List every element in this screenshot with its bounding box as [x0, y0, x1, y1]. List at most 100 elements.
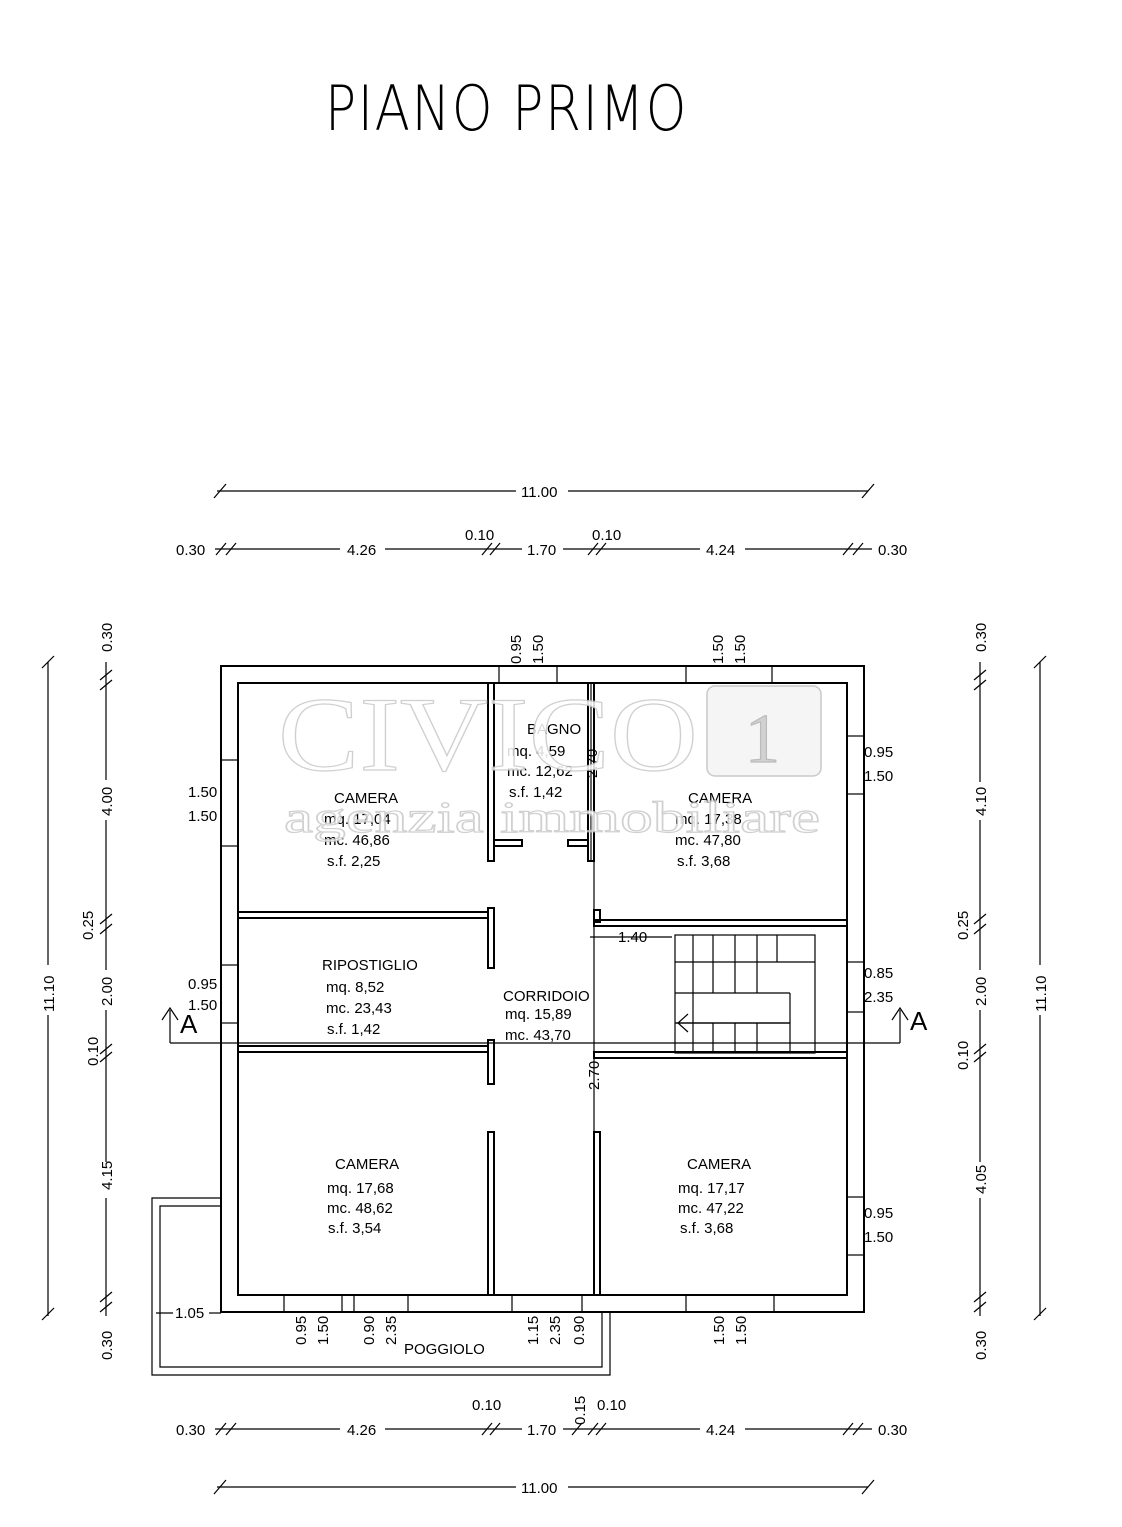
room-ripostiglio: RIPOSTIGLIO mq. 8,52 mc. 23,43 s.f. 1,42 — [322, 957, 418, 1038]
dim-top-1: 4.26 — [347, 542, 376, 559]
room-camera-nw: CAMERA mq. 17,04 mc. 46,86 s.f. 2,25 — [324, 790, 398, 870]
dim-bagno-height: 2.70 — [584, 749, 601, 778]
room-volume: mc. 48,62 — [327, 1200, 393, 1217]
dimensions-bottom: 0.30 4.26 0.10 1.70 0.10 4.24 0.30 0.15 … — [176, 1396, 907, 1497]
watermark-badge-box — [706, 685, 822, 777]
room-camera-sw: CAMERA mq. 17,68 mc. 48,62 s.f. 3,54 — [327, 1156, 399, 1237]
dim-balcony-offset: 1.05 — [175, 1305, 204, 1322]
room-window-area: s.f. 2,25 — [327, 853, 380, 870]
room-poggiolo-name: POGGIOLO — [404, 1341, 485, 1358]
room-camera-se: CAMERA mq. 17,17 mc. 47,22 s.f. 3,68 — [678, 1156, 751, 1237]
dim-top-5: 4.24 — [706, 542, 735, 559]
dim-win-bottom-sw2-0: 0.90 — [361, 1316, 378, 1345]
dim-left-3: 2.00 — [99, 977, 116, 1006]
watermark-brand: CIVICO — [278, 676, 698, 793]
room-name: CAMERA — [687, 1156, 751, 1173]
dim-bottom-6: 0.30 — [878, 1422, 907, 1439]
room-area: mq. 17,04 — [324, 811, 391, 828]
room-volume: mc. 43,70 — [505, 1027, 571, 1044]
dim-win-right-se-1: 1.50 — [864, 1229, 893, 1246]
dim-bottom-1: 4.26 — [347, 1422, 376, 1439]
dim-right-6: 0.30 — [973, 1331, 990, 1360]
dim-top-6: 0.30 — [878, 542, 907, 559]
windows — [220, 665, 865, 1313]
dim-right-5: 4.05 — [973, 1165, 990, 1194]
room-window-area: s.f. 3,68 — [680, 1220, 733, 1237]
dim-win-bottom-se-1: 1.50 — [733, 1316, 750, 1345]
dim-left-6: 0.30 — [99, 1331, 116, 1360]
dim-corridor-height: 2.70 — [586, 1061, 603, 1090]
dim-top-3: 1.70 — [527, 542, 556, 559]
dim-win-right-se-0: 0.95 — [864, 1205, 893, 1222]
room-area: mq. 17,17 — [678, 1180, 745, 1197]
dim-win-right-ne-1: 1.50 — [864, 768, 893, 785]
dim-win-right-stair-0: 0.85 — [864, 965, 893, 982]
dim-win-top-ne-1: 1.50 — [732, 635, 749, 664]
room-name: CAMERA — [688, 790, 752, 807]
room-name: BAGNO — [527, 721, 581, 738]
dim-bottom-total: 11.00 — [521, 1480, 557, 1497]
dim-right-0: 0.30 — [973, 623, 990, 652]
dim-bottom-4: 0.10 — [597, 1397, 626, 1414]
room-corridoio: CORRIDOIO mq. 15,89 mc. 43,70 — [503, 988, 590, 1044]
section-label-right: A — [910, 1006, 928, 1036]
room-area: mq. 17,68 — [327, 1180, 394, 1197]
plan-title: PIANO PRIMO — [325, 72, 688, 145]
dimensions-top: 11.00 0.30 4.26 0.10 1.70 0.10 4.24 0.30 — [176, 483, 907, 559]
dim-left-4: 0.10 — [85, 1037, 102, 1066]
room-volume: mc. 47,22 — [678, 1200, 744, 1217]
room-volume: mc. 47,80 — [675, 832, 741, 849]
room-area: mq. 17,38 — [675, 811, 742, 828]
dim-top-total: 11.00 — [521, 484, 557, 501]
dim-left-2: 0.25 — [80, 911, 97, 940]
section-label-left: A — [180, 1009, 198, 1039]
dim-win-left-rip-1: 1.50 — [188, 997, 217, 1014]
dim-win-left-rip-0: 0.95 — [188, 976, 217, 993]
dim-right-1: 4.10 — [973, 787, 990, 816]
room-window-area: s.f. 1,42 — [327, 1021, 380, 1038]
room-name: CORRIDOIO — [503, 988, 590, 1005]
room-name: RIPOSTIGLIO — [322, 957, 418, 974]
room-volume: mc. 46,86 — [324, 832, 390, 849]
dim-win-right-stair-1: 2.35 — [864, 989, 893, 1006]
dimensions-right: 11.10 0.30 4.10 0.25 2.00 0.10 4.05 0.30 — [955, 623, 1050, 1360]
dim-win-bottom-corr2-0: 0.90 — [571, 1316, 588, 1345]
dim-win-bottom-se-0: 1.50 — [711, 1316, 728, 1345]
dim-left-1: 4.00 — [99, 787, 116, 816]
dimensions-left: 11.10 0.30 4.00 0.25 2.00 0.10 4.15 0.30 — [41, 623, 116, 1360]
dim-right-3: 2.00 — [973, 977, 990, 1006]
room-volume: mc. 23,43 — [326, 1000, 392, 1017]
dim-left-5: 4.15 — [99, 1161, 116, 1190]
section-line: A A — [161, 1006, 928, 1044]
dim-win-bottom-sw2-1: 2.35 — [383, 1316, 400, 1345]
dim-win-top-ne-0: 1.50 — [710, 635, 727, 664]
dim-win-bottom-corr-0: 1.15 — [525, 1316, 542, 1345]
dim-stair-width: 1.40 — [618, 929, 647, 946]
room-window-area: s.f. 3,54 — [328, 1220, 381, 1237]
dim-bottom-5: 4.24 — [706, 1422, 735, 1439]
dim-win-right-ne-0: 0.95 — [864, 744, 893, 761]
dim-bottom-0: 0.30 — [176, 1422, 205, 1439]
room-camera-ne: CAMERA mq. 17,38 mc. 47,80 s.f. 3,68 — [675, 790, 752, 870]
watermark-subtitle: agenzia immobiliare — [284, 793, 820, 842]
room-window-area: s.f. 3,68 — [677, 853, 730, 870]
dim-right-4: 0.10 — [955, 1041, 972, 1070]
room-name: CAMERA — [335, 1156, 399, 1173]
dim-win-bottom-corr-1: 2.35 — [547, 1316, 564, 1345]
dim-bottom-3: 1.70 — [527, 1422, 556, 1439]
dim-bottom-extra: 0.15 — [572, 1396, 589, 1425]
room-window-area: s.f. 1,42 — [509, 784, 562, 801]
watermark-badge: 1 — [745, 701, 780, 778]
dim-win-top-bagno-1: 1.50 — [530, 635, 547, 664]
dim-bottom-2: 0.10 — [472, 1397, 501, 1414]
dim-right-total: 11.10 — [1033, 976, 1050, 1012]
room-name: CAMERA — [334, 790, 398, 807]
dim-top-0: 0.30 — [176, 542, 205, 559]
agency-watermark: CIVICO 1 agenzia immobiliare — [277, 675, 822, 843]
staircase — [674, 934, 816, 1054]
dim-win-bottom-sw1-1: 1.50 — [315, 1316, 332, 1345]
dim-win-top-bagno-0: 0.95 — [508, 635, 525, 664]
dimensions-interior: 2.70 2.70 1.40 1.05 0.95 1.50 1.50 1.50 … — [156, 635, 893, 1345]
dim-win-left-nw-0: 1.50 — [188, 784, 217, 801]
